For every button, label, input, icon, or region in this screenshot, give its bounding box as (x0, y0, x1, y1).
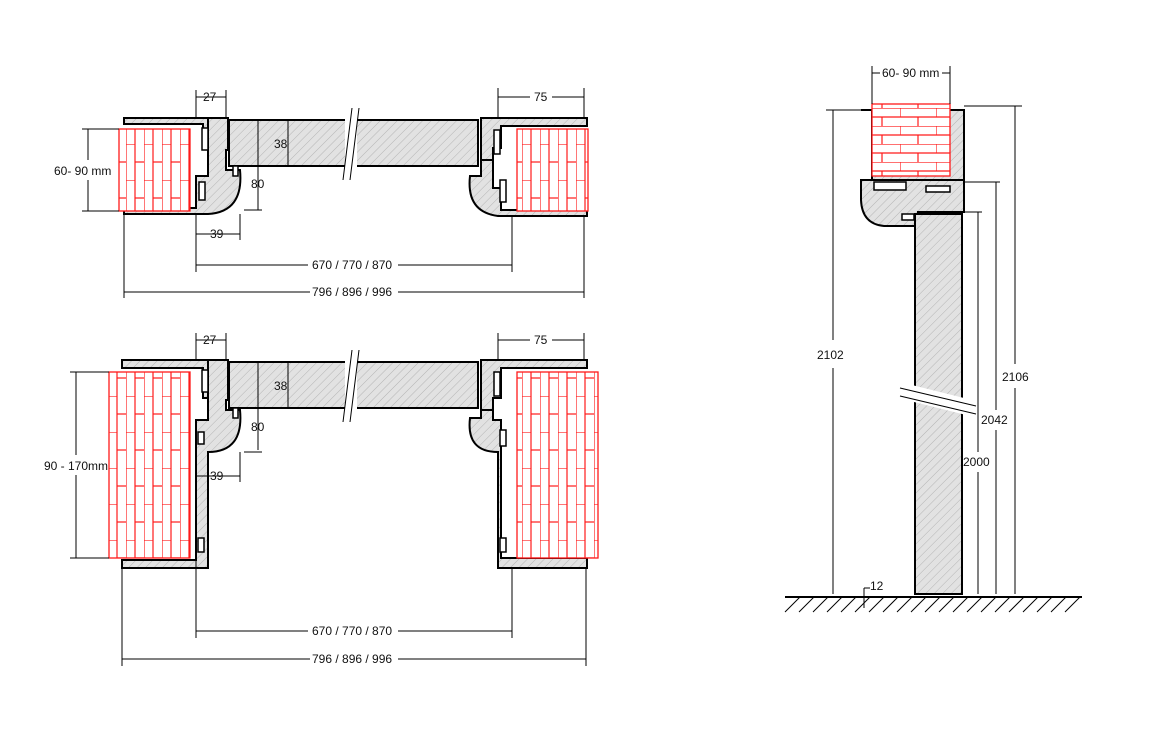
b-left-seal-2 (197, 431, 205, 445)
bottom-clear-width-label: 670 / 770 / 870 (312, 624, 392, 638)
side-frame-outer-height-label: 2106 (1002, 370, 1029, 384)
b-left-seal-3 (197, 537, 205, 553)
door-leaf-outline (228, 119, 479, 167)
b-right-seal-2 (499, 429, 507, 447)
bottom-leaf-thickness-label: 38 (274, 379, 288, 393)
bottom-wall-thickness-label: 90 - 170mm (44, 459, 108, 473)
top-leaf-thickness-label: 38 (274, 137, 288, 151)
bottom-frame-depth-label: 75 (534, 333, 548, 347)
top-frame-depth-label: 75 (534, 90, 548, 104)
side-door-leaf-outline (914, 213, 963, 595)
head-seal-2 (925, 185, 951, 193)
right-wall-bricks (517, 129, 588, 211)
b-door-leaf-outline (228, 361, 479, 409)
top-wall-thickness-label: 60- 90 mm (54, 164, 111, 178)
top-offset-label: 39 (210, 227, 224, 241)
top-frame-height-label: 80 (251, 177, 265, 191)
top-overall-width-label: 796 / 896 / 996 (312, 285, 392, 299)
side-section-view: 60- 90 mm 2102 2106 2042 2000 12 (784, 64, 1082, 613)
side-clear-height-label: 2000 (963, 455, 990, 469)
b-left-wall-bricks (109, 372, 190, 558)
b-right-frame-jamb (468, 409, 588, 569)
side-overall-height-label: 2102 (817, 348, 844, 362)
head-seal (873, 181, 907, 191)
leaf-break-line-2 (349, 107, 360, 181)
top-clear-width-label: 670 / 770 / 870 (312, 258, 392, 272)
head-seal-3 (901, 213, 915, 221)
side-leaf-break-gap (905, 384, 973, 416)
side-rebate-height-label: 2042 (981, 413, 1008, 427)
b-right-seal (493, 371, 501, 397)
b-left-seal (201, 369, 209, 393)
b-leaf-latch (232, 407, 239, 419)
side-wall-thickness-label: 60- 90 mm (882, 66, 939, 80)
bottom-overall-width-label: 796 / 896 / 996 (312, 652, 392, 666)
side-wall-bricks (872, 104, 950, 176)
b-left-frame-jamb (121, 359, 242, 569)
b-right-wall-bricks (517, 372, 598, 558)
top-plan-view: 60- 90 mm 27 75 38 80 39 670 / 770 / 870… (54, 88, 589, 299)
leaf-break-line-1 (342, 107, 353, 181)
bottom-frame-height-label: 80 (251, 420, 265, 434)
right-frame-seal (493, 129, 501, 155)
left-frame-seal-2 (198, 181, 206, 201)
floor-hatching (784, 596, 1081, 613)
bottom-rebate-label: 27 (203, 333, 217, 347)
side-floor-gap-label: 12 (870, 579, 884, 593)
b-right-seal-3 (499, 537, 507, 553)
leaf-break-gap (345, 110, 357, 180)
left-frame-seal (201, 127, 209, 151)
top-rebate-label: 27 (203, 90, 217, 104)
right-frame-seal-2 (499, 179, 507, 203)
b-leaf-break-gap (345, 352, 357, 422)
bottom-offset-label: 39 (210, 469, 224, 483)
left-wall-bricks (119, 129, 190, 211)
bottom-plan-view: 90 - 170mm 27 75 38 80 39 670 / 770 / 87… (44, 333, 599, 666)
leaf-latch (232, 165, 239, 177)
